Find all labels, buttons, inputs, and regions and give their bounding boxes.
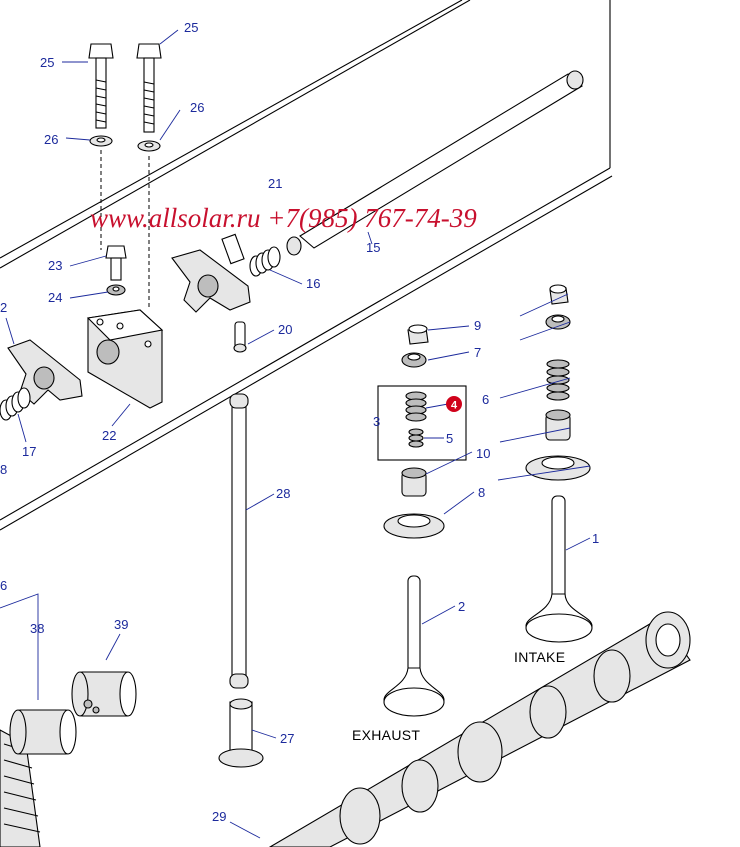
camshaft-29	[268, 611, 691, 847]
callout-2: 2	[458, 599, 465, 614]
washer-hole	[112, 286, 120, 292]
tappet-27	[218, 698, 264, 768]
callout-20: 20	[278, 322, 292, 337]
assembly-guide	[100, 150, 150, 310]
callout-21: 21	[268, 176, 282, 191]
callout-4: 4	[451, 400, 458, 412]
callout-6-left: 6	[0, 578, 7, 593]
callout-39: 39	[114, 617, 128, 632]
spring-6-intake	[546, 359, 570, 401]
callout-17: 17	[22, 444, 36, 459]
spring-5-exhaust	[408, 428, 424, 448]
callout-10: 10	[476, 446, 490, 461]
exhaust-valve-2	[383, 575, 445, 717]
callout-26: 26	[190, 100, 204, 115]
valve-seal-10-intake	[545, 409, 571, 441]
bolt-23	[105, 245, 127, 281]
bushing-38	[9, 709, 77, 755]
bushing-39	[71, 671, 137, 717]
adjusting-screw-20	[233, 321, 247, 353]
callout-1: 1	[592, 531, 599, 546]
callout-8: 8	[478, 485, 485, 500]
callout-29: 29	[212, 809, 226, 824]
spring-17	[0, 387, 31, 421]
leader-lines	[0, 29, 591, 839]
rocker-bracket	[86, 309, 164, 409]
callout-22: 22	[102, 428, 116, 443]
highlight-marker	[446, 396, 462, 412]
retainer-7-intake	[545, 314, 571, 330]
callout-6: 6	[482, 392, 489, 407]
callout-26: 26	[44, 132, 58, 147]
callout-27: 27	[280, 731, 294, 746]
valve-cap-9-exhaust	[407, 324, 429, 345]
callout-labels: 25 25 26 26 21 15 23 24 16 20 2 22 17 8 …	[0, 20, 599, 824]
retainer-7-exhaust	[401, 352, 427, 368]
panel-outline	[0, 0, 613, 531]
callout-2-left: 2	[0, 300, 7, 315]
spring-4-exhaust	[405, 391, 427, 422]
watermark-text: www.allsolar.ru +7(985) 767-74-39	[90, 203, 477, 233]
callout-7: 7	[474, 345, 481, 360]
washer-hole	[144, 142, 154, 148]
rocker-arm-left	[7, 339, 83, 405]
callout-28: 28	[276, 486, 290, 501]
callout-9: 9	[474, 318, 481, 333]
callout-38: 38	[30, 621, 44, 636]
rocker-arm-right	[171, 233, 251, 313]
intake-caption: INTAKE	[514, 649, 565, 665]
callout-25: 25	[184, 20, 198, 35]
washer-hole	[96, 137, 106, 143]
callout-5: 5	[446, 431, 453, 446]
callout-23: 23	[48, 258, 62, 273]
callout-25: 25	[40, 55, 54, 70]
exhaust-caption: EXHAUST	[352, 727, 420, 743]
callout-15: 15	[366, 240, 380, 255]
intake-valve-1	[525, 495, 593, 643]
valve-seal-10-exhaust	[401, 467, 427, 497]
callout-8-left: 8	[0, 462, 7, 477]
spring-seat-8-exhaust	[383, 513, 445, 539]
push-rod-28	[229, 393, 249, 689]
callout-16: 16	[306, 276, 320, 291]
callout-3: 3	[373, 414, 380, 429]
callout-24: 24	[48, 290, 62, 305]
bolt-25-left	[88, 43, 114, 129]
spring-16	[249, 246, 281, 277]
bolt-25-right	[136, 43, 162, 133]
rocker-shaft	[299, 70, 584, 249]
spring-seat-8-intake	[525, 455, 591, 481]
shaft-plug	[286, 236, 302, 256]
